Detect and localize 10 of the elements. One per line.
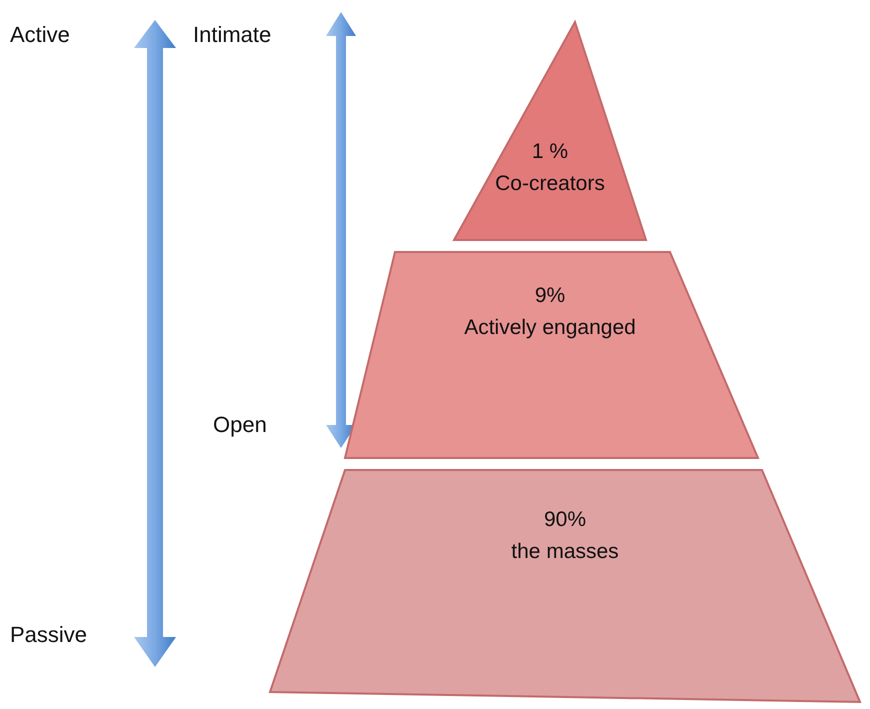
segment-label: the masses: [511, 540, 619, 564]
percentage-label: 90%: [544, 508, 586, 532]
segment-label: Actively enganged: [464, 316, 636, 340]
axis-label: Passive: [10, 622, 88, 648]
axis-label: Active: [10, 22, 70, 48]
percentage-label: 1 %: [532, 140, 568, 164]
axis-label: Open: [213, 412, 267, 438]
axis-label: Intimate: [193, 22, 272, 48]
percentage-label: 9%: [534, 284, 566, 308]
segment-label: Co-creators: [495, 172, 605, 196]
